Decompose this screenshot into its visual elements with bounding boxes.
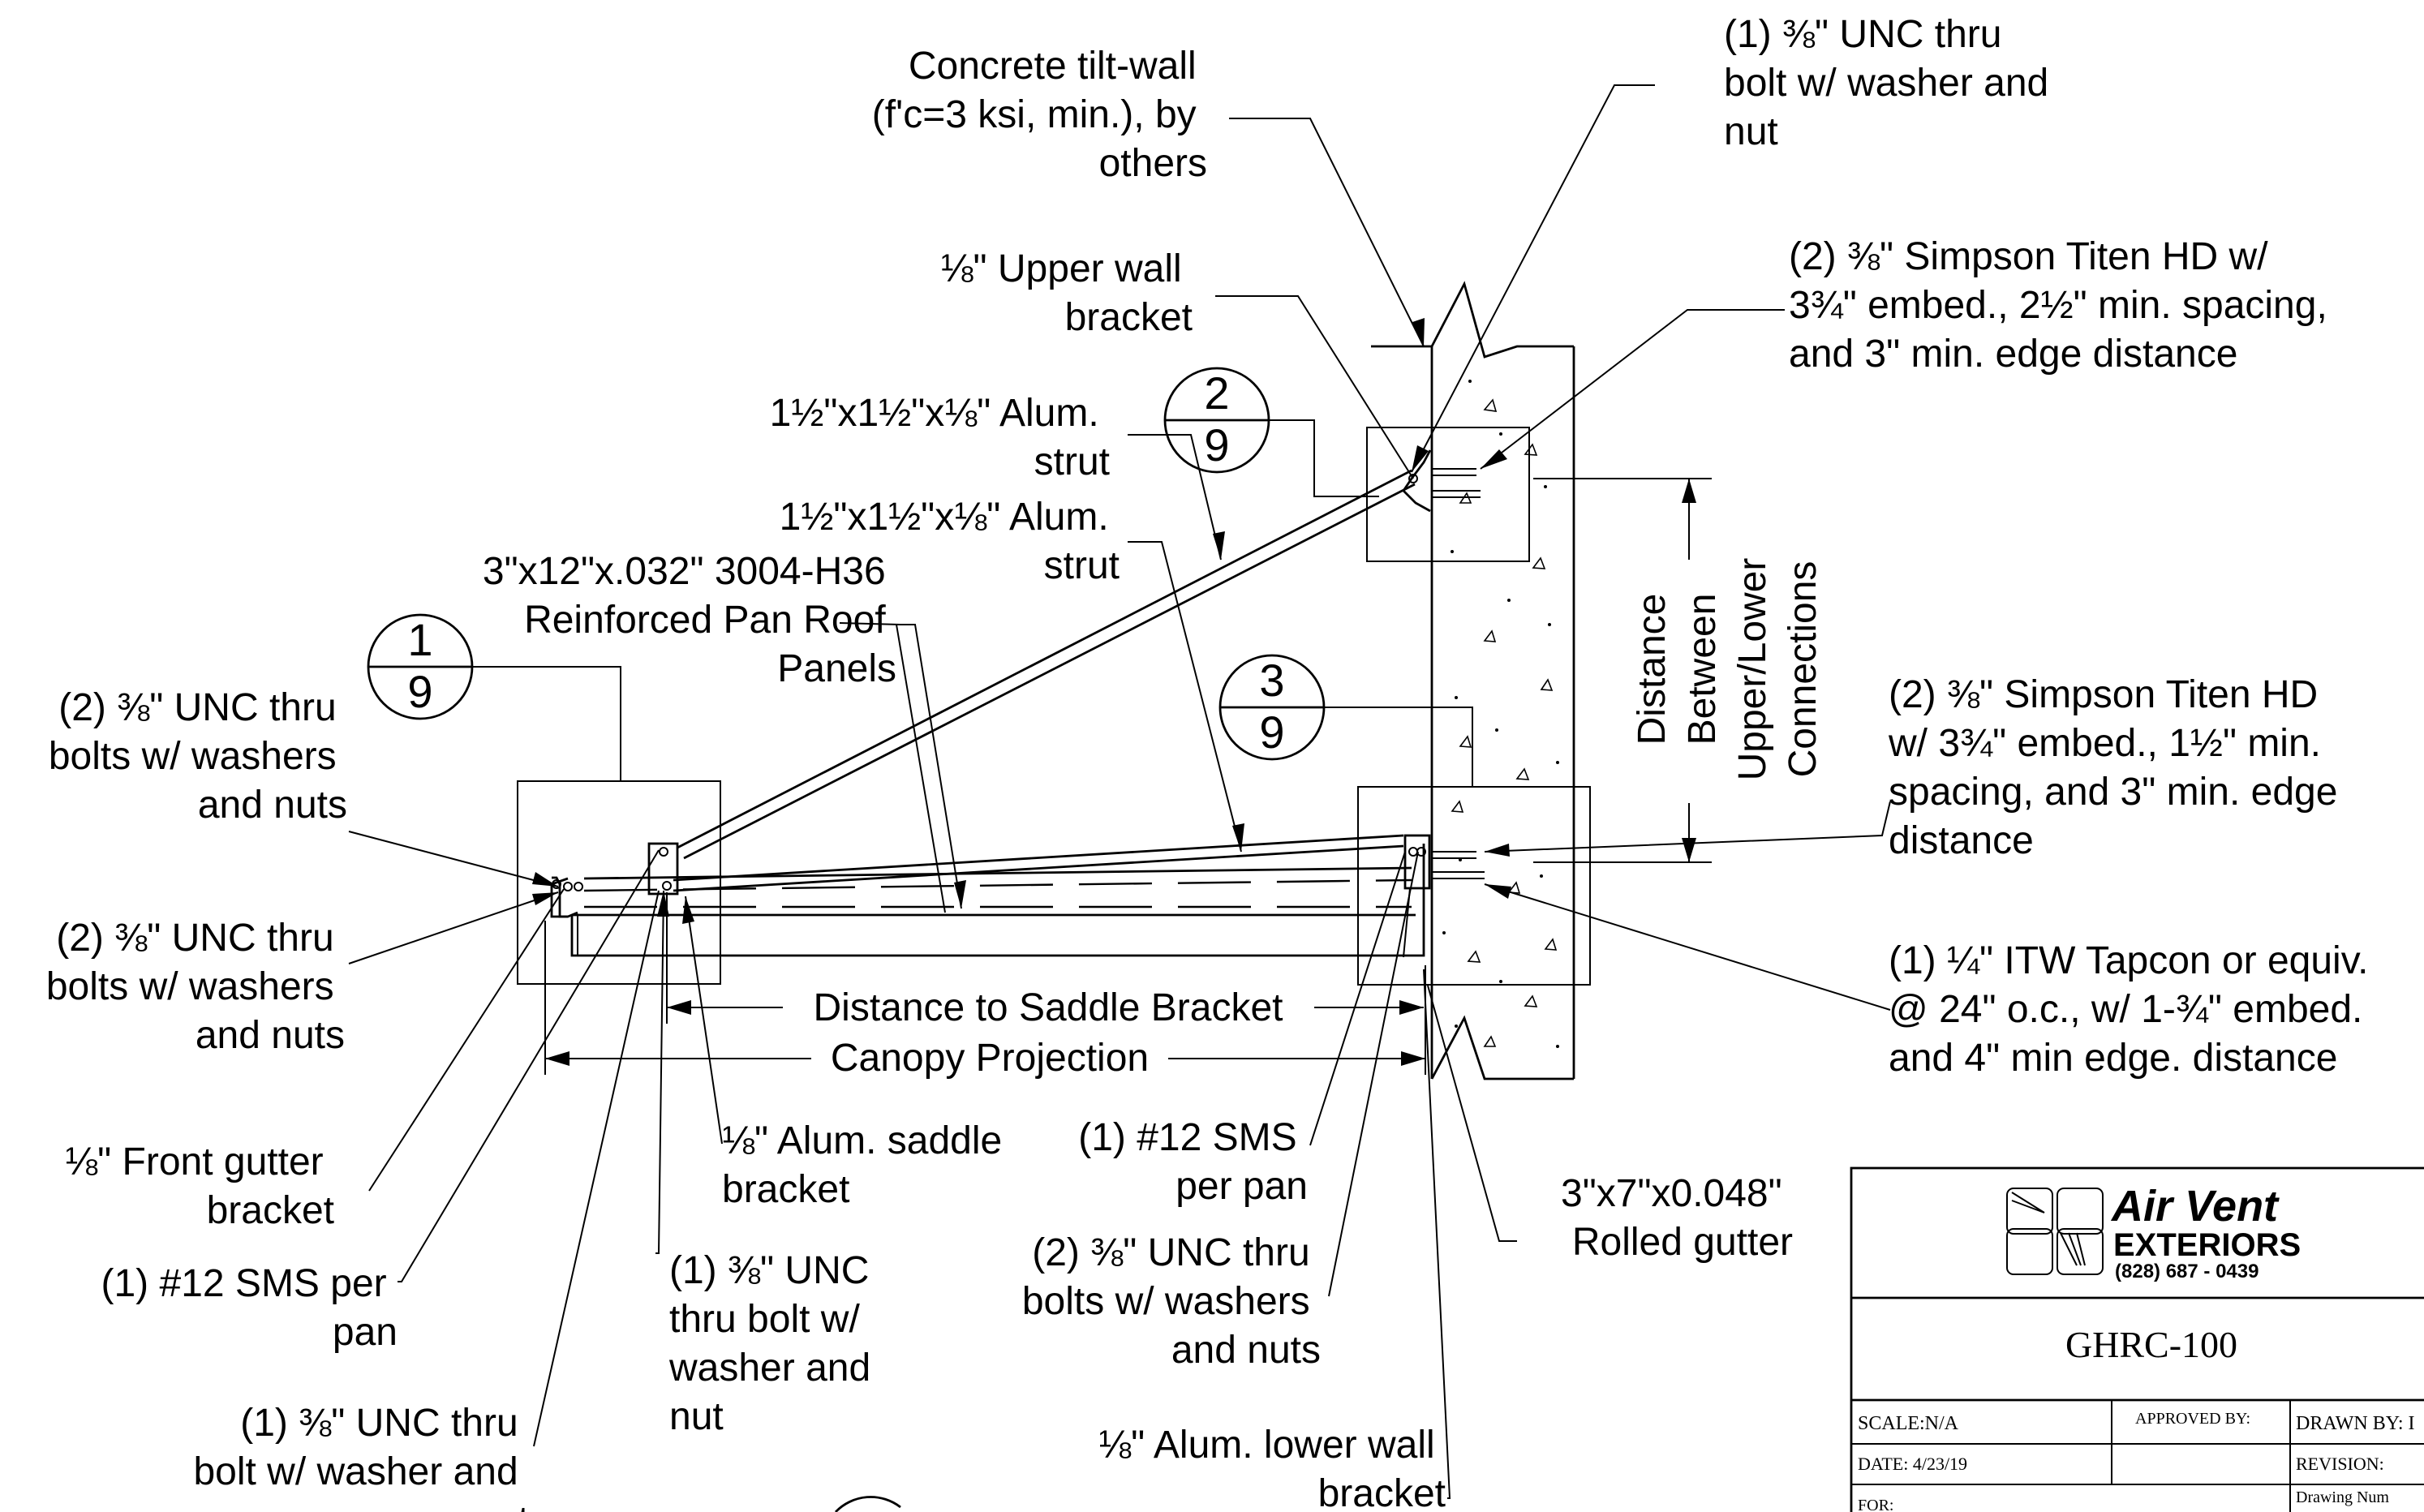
- aluminum-strut-upper: [677, 469, 1416, 860]
- callout-saddle-bracket: ⅛" Alum. saddle bracket: [722, 1119, 1013, 1211]
- callout-lower-titen: (2) ⅜" Simpson Titen HD w/ 3¾" embed., 1…: [1888, 673, 2349, 862]
- detail-tag-3-9: 3 9: [1218, 654, 1473, 787]
- svg-text:2: 2: [1204, 367, 1229, 419]
- company-name: Air Vent: [2110, 1182, 2280, 1231]
- callout-texts: Concrete tilt-wall (f'c=3 ksi, min.), by…: [46, 13, 2379, 1512]
- callout-front-gutter: ⅛" Front gutter bracket: [65, 1140, 334, 1232]
- dimension-vertical-label: Distance Between Upper/Lower Connections: [1631, 558, 1824, 781]
- scale-label: SCALE:N/A: [1858, 1413, 1959, 1434]
- svg-text:Upper/Lower: Upper/Lower: [1731, 558, 1774, 781]
- callout-strut-2: 1½"x1½"x⅛" Alum. strut: [780, 496, 1120, 587]
- partial-detail-circle: [834, 1496, 901, 1512]
- callout-upper-titen: (2) ⅜" Simpson Titen HD w/ 3¾" embed., 2…: [1789, 235, 2338, 376]
- callout-concrete: Concrete tilt-wall (f'c=3 ksi, min.), by…: [872, 45, 1207, 185]
- callout-upper-bracket: ⅛" Upper wall bracket: [940, 247, 1193, 339]
- title-block: Air Vent EXTERIORS (828) 687 - 0439 GHRC…: [1850, 1166, 2424, 1512]
- callout-bolt-bottom: (1) ⅜" UNC thru bolt w/ washer and nut: [193, 1402, 529, 1512]
- lower-wall-bracket: [1403, 834, 1485, 958]
- detail-tag-1-9: 1 9: [367, 613, 621, 781]
- drawn-by-label: DRAWN BY: I: [2296, 1413, 2415, 1434]
- callout-tapcon: (1) ¼" ITW Tapcon or equiv. @ 24" o.c., …: [1889, 939, 2379, 1080]
- callout-sms-right: (1) #12 SMS per pan: [1078, 1116, 1308, 1208]
- roof-pan-panels: [550, 844, 1425, 957]
- svg-text:9: 9: [407, 666, 432, 717]
- saddle-bracket: [647, 842, 679, 896]
- callout-left-bolts-1: (2) ⅜" UNC thru bolts w/ washers and nut…: [49, 686, 347, 827]
- svg-text:1: 1: [407, 614, 432, 665]
- approved-by-label: APPROVED BY:: [2135, 1410, 2250, 1428]
- dimension-canopy-label: Canopy Projection: [831, 1037, 1149, 1080]
- company-phone: (828) 687 - 0439: [2115, 1261, 2259, 1282]
- left-detail-box: [517, 780, 721, 985]
- revision-label: REVISION:: [2296, 1454, 2384, 1474]
- aluminum-strut-lower: [673, 834, 1404, 892]
- company-logo: Air Vent EXTERIORS (828) 687 - 0439: [2006, 1182, 2301, 1282]
- svg-text:9: 9: [1259, 707, 1284, 758]
- svg-text:Distance: Distance: [1631, 594, 1674, 745]
- front-gutter-bracket: [552, 876, 583, 918]
- callout-unc-saddle: (1) ⅜" UNC thru bolt w/ washer and nut: [668, 1249, 882, 1438]
- callout-bolts-right: (2) ⅜" UNC thru bolts w/ washers and nut…: [1022, 1231, 1321, 1372]
- drawing-number-label: Drawing Num: [2296, 1488, 2389, 1506]
- company-sub: EXTERIORS: [2113, 1227, 2301, 1263]
- callout-left-bolts-2: (2) ⅜" UNC thru bolts w/ washers and nut…: [46, 917, 345, 1057]
- callout-upper-bolt: (1) ⅜" UNC thru bolt w/ washer and nut: [1724, 13, 2060, 153]
- svg-text:Between: Between: [1681, 594, 1724, 745]
- upper-detail-box: [1366, 427, 1530, 562]
- concrete-tilt-wall: [1371, 281, 1575, 1080]
- callout-pan: 3"x12"x.032" 3004-H36 Reinforced Pan Roo…: [483, 550, 896, 690]
- callout-rolled-gutter: 3"x7"x0.048" Rolled gutter: [1561, 1172, 1793, 1264]
- svg-text:9: 9: [1204, 419, 1229, 470]
- for-label: FOR:: [1858, 1497, 1893, 1512]
- detail-tag-2-9: 2 9: [1163, 367, 1379, 497]
- date-label: DATE: 4/23/19: [1858, 1454, 1967, 1474]
- svg-text:3: 3: [1259, 655, 1284, 706]
- lower-detail-box: [1357, 786, 1591, 986]
- dimension-canopy: [544, 921, 1426, 1075]
- upper-wall-bracket: [1402, 449, 1481, 513]
- dimension-saddle-label: Distance to Saddle Bracket: [814, 986, 1283, 1029]
- callout-strut-1: 1½"x1½"x⅛" Alum. strut: [770, 392, 1110, 483]
- callout-sms-left: (1) #12 SMS per pan: [101, 1262, 398, 1354]
- drawing-title: GHRC-100: [2065, 1324, 2237, 1365]
- dimension-vertical: [1533, 478, 1712, 863]
- callout-lower-bracket: ⅛" Alum. lower wall bracket: [1098, 1424, 1446, 1512]
- concrete-dots: [1442, 380, 1559, 1048]
- leader-lines: [348, 84, 1891, 1499]
- svg-text:Connections: Connections: [1781, 561, 1824, 778]
